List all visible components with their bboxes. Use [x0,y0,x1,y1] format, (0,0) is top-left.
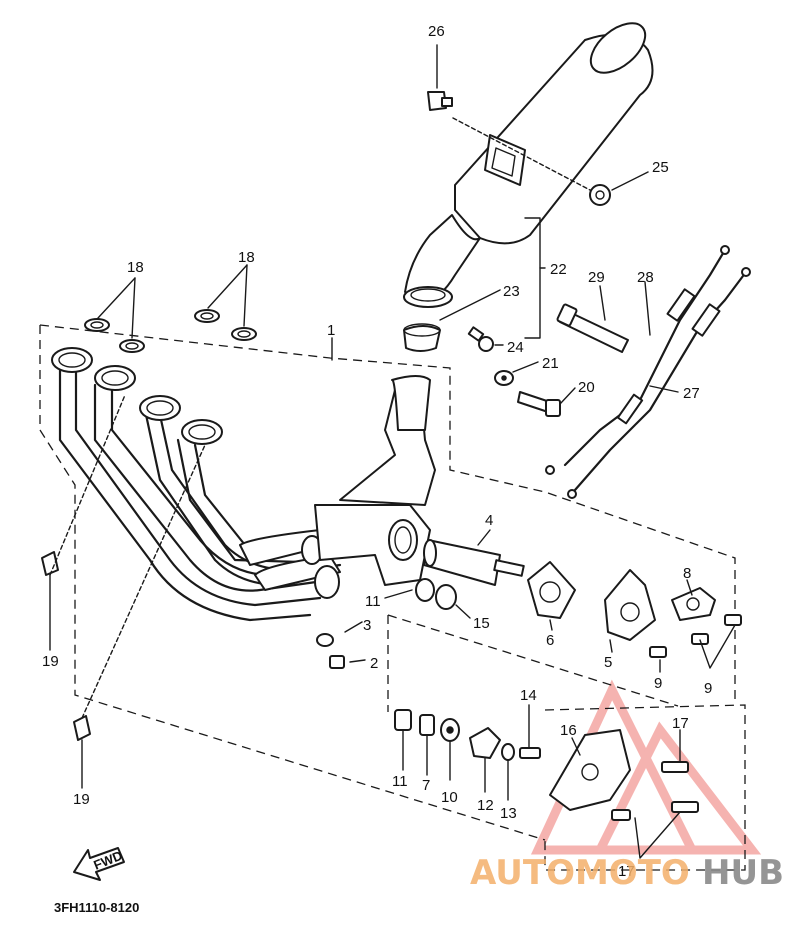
callout-24: 24 [507,339,524,356]
callout-3: 3 [363,617,371,634]
assembly-boundaries [39,324,746,871]
fwd-arrow-icon: FWD [73,847,125,881]
callout-13: 13 [500,805,517,822]
callout-25: 25 [652,159,669,176]
bolt-29-icon [556,303,629,353]
bolt-20-icon [517,391,561,417]
exhaust-header-pipes [51,347,436,622]
callout-5: 5 [604,654,612,671]
flange-3 [139,395,181,421]
callout-27: 27 [683,385,700,402]
callout-14: 14 [520,687,537,704]
pulley-8 [671,587,716,621]
gasket-23 [403,323,441,352]
callout-21: 21 [542,355,559,372]
callout-23: 23 [503,283,520,300]
callout-20: 20 [578,379,595,396]
gasket-6 [527,561,576,619]
diagram-code: 3FH1110-8120 [54,900,139,915]
gaskets-18 [84,309,257,353]
callout-1: 1 [327,322,335,339]
callout-7: 7 [422,777,430,794]
callout-2: 2 [370,655,378,672]
watermark-part2: HUB [702,853,784,893]
watermark-part1: AUTOMOTO [470,853,690,893]
callout-16: 16 [560,722,577,739]
nuts-19 [41,551,91,741]
valve-shaft-4 [423,539,525,586]
callout-26: 26 [428,23,445,40]
callout-12: 12 [477,797,494,814]
callout-9a: 9 [654,675,662,692]
fwd-label: FWD [91,848,124,873]
callout-6: 6 [546,632,554,649]
callout-8: 8 [683,565,691,582]
callout-28: 28 [637,269,654,286]
callout-15: 15 [473,615,490,632]
callout-18a: 18 [127,259,144,276]
bushings-11-15 [415,578,457,610]
cover-16 [549,729,631,811]
small-parts [316,633,541,761]
flange-4 [181,419,223,445]
callout-numbers: 26 25 22 23 24 29 28 27 21 20 18 18 1 4 … [42,23,712,880]
callout-19b: 19 [73,791,90,808]
callout-22: 22 [550,261,567,278]
bolts-9 [649,614,742,658]
callout-11a: 11 [365,593,381,610]
callout-29: 29 [588,269,605,286]
bolts-17 [611,761,699,821]
callout-18b: 18 [238,249,255,266]
bolt-24-icon [467,326,494,352]
bolt-26-icon [427,91,453,111]
leader-lines [49,44,736,859]
callout-19a: 19 [42,653,59,670]
flange-1 [51,347,93,373]
callout-11b: 11 [392,773,408,790]
callout-10: 10 [441,789,458,806]
cables [545,245,751,499]
callout-17b: 17 [618,863,635,880]
valve-housing-5 [604,569,656,641]
flange-2 [94,365,136,391]
nut-25-icon [589,184,611,206]
muffler [403,22,654,308]
watermark-logo: AUTOMOTO HUB [470,853,784,893]
callout-17a: 17 [672,715,689,732]
callout-9b: 9 [704,680,712,697]
callout-4: 4 [485,512,493,529]
washer-21-icon [494,370,514,386]
